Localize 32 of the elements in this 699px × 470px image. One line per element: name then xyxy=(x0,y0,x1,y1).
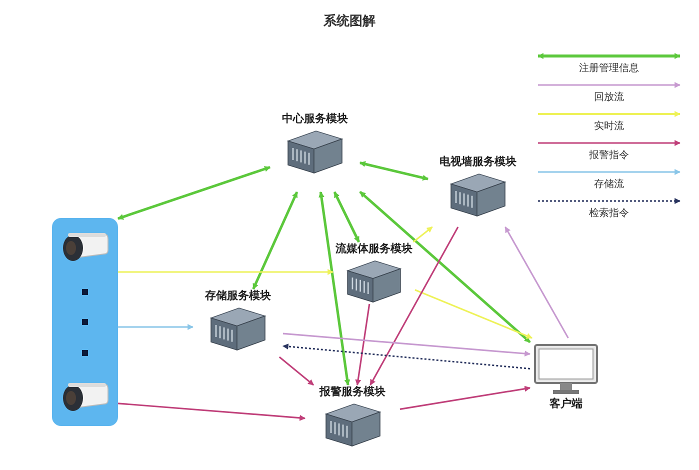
arrow xyxy=(359,190,531,344)
node-label: 存储服务模块 xyxy=(205,289,271,302)
arrow xyxy=(282,332,531,357)
node-label: 中心服务模块 xyxy=(282,112,348,125)
camera-panel xyxy=(52,218,118,426)
arrow xyxy=(118,269,334,275)
node-label: 客户端 xyxy=(550,397,582,410)
legend-label: 注册管理信息 xyxy=(579,63,639,75)
arrow xyxy=(252,191,298,290)
arrow xyxy=(504,226,569,338)
legend-label: 检索指令 xyxy=(589,208,629,220)
legend-label: 回放流 xyxy=(594,92,624,104)
legend-label: 报警指令 xyxy=(589,150,629,162)
node-label: 流媒体服务模块 xyxy=(336,242,412,255)
node-label: 报警服务模块 xyxy=(320,385,386,398)
diagram-title: 系统图解 xyxy=(324,14,376,29)
arrow xyxy=(333,191,360,243)
arrow xyxy=(118,402,306,421)
arrow xyxy=(118,324,194,330)
arrow xyxy=(318,191,350,386)
arrow xyxy=(414,289,533,339)
legend-label: 存储流 xyxy=(594,179,624,191)
arrow xyxy=(359,161,429,181)
arrow xyxy=(117,166,271,220)
arrow xyxy=(282,344,530,370)
arrow xyxy=(400,386,531,410)
arrow xyxy=(278,356,314,386)
arrow xyxy=(412,226,433,243)
arrow xyxy=(370,226,459,386)
node-label: 电视墙服务模块 xyxy=(440,155,516,168)
legend-label: 实时流 xyxy=(594,121,624,133)
arrow xyxy=(355,304,370,386)
